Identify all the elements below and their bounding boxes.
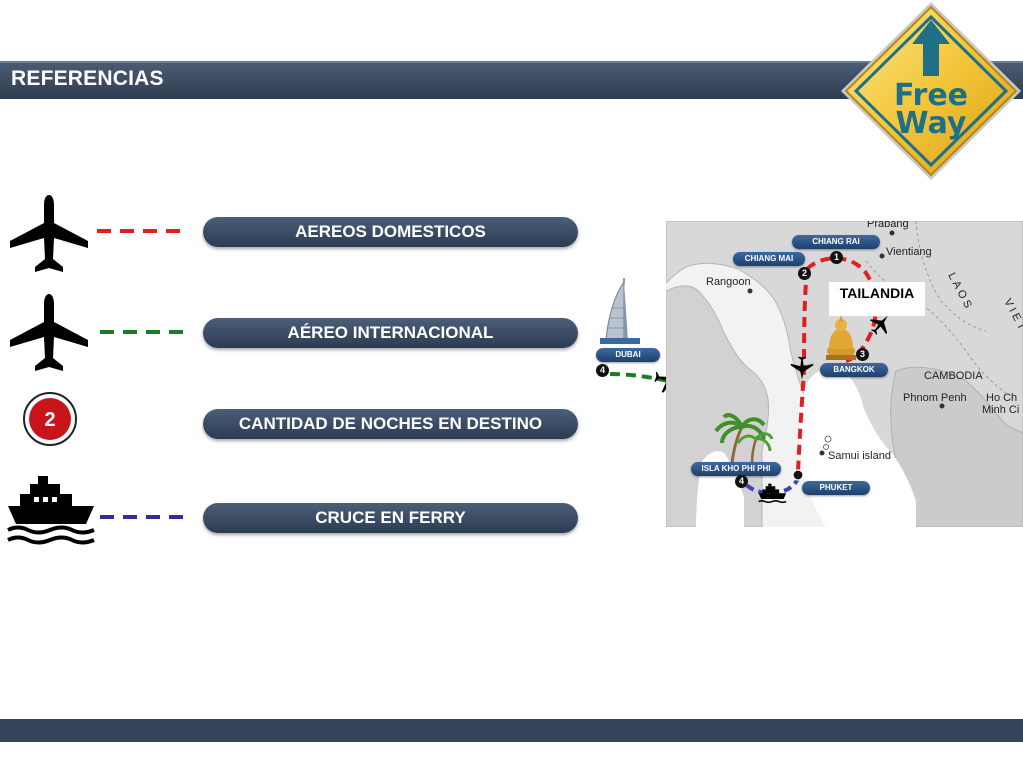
destination-phi-phi: ISLA KHO PHI PHI [691, 462, 781, 476]
ferry-icon [758, 483, 787, 504]
destination-dubai: DUBAI [596, 348, 660, 362]
buddha-statue-icon [826, 315, 856, 360]
airplane-icon [870, 315, 888, 335]
place-phnom-penh: Phnom Penh [903, 392, 967, 404]
ferry-route [740, 476, 801, 496]
logo-word-free: Free [894, 78, 968, 113]
country-label-thailand: TAILANDIA [829, 282, 925, 316]
legend-nights: CANTIDAD DE NOCHES EN DESTINO [203, 409, 578, 439]
arrow-up-icon [912, 20, 950, 76]
place-minh-ci: Minh Ci [982, 404, 1019, 416]
destination-phuket: PHUKET [802, 481, 870, 495]
footer-bar [0, 719, 1023, 742]
airplane-icon [790, 356, 814, 380]
logo-word-way: Way [896, 106, 967, 141]
place-cambodia: CAMBODIA [924, 370, 983, 382]
thailand-map: Prabang Vientiang Rangoon CAMBODIA Phnom… [666, 221, 1023, 527]
ferry-icon [7, 476, 95, 545]
airplane-icon [10, 195, 88, 272]
domestic-flight-line [97, 229, 189, 233]
freeway-logo: Free Way [841, 2, 1021, 180]
nights-phi-phi: 4 [735, 475, 748, 488]
destination-chiang-rai: CHIANG RAI [792, 235, 880, 249]
place-vientiang: Vientiang [886, 246, 932, 258]
place-prabang: Prabang [867, 221, 909, 230]
nights-chiang-mai: 2 [798, 267, 811, 280]
ferry-line [100, 515, 190, 519]
nights-chiang-rai: 1 [830, 251, 843, 264]
international-flight-line [100, 330, 190, 334]
page-title: REFERENCIAS [11, 67, 164, 90]
nights-dubai: 4 [596, 364, 609, 377]
legend-international-flights: AÉREO INTERNACIONAL [203, 318, 578, 348]
burj-al-arab-icon [600, 278, 640, 344]
nights-bangkok: 3 [856, 348, 869, 361]
night-count-badge: 2 [23, 392, 77, 446]
place-rangoon: Rangoon [706, 276, 751, 288]
legend-domestic-flights: AEREOS DOMESTICOS [203, 217, 578, 247]
airplane-icon [10, 294, 88, 371]
destination-bangkok: BANGKOK [820, 363, 888, 377]
place-samui: Samui island [828, 450, 891, 462]
night-badge-value: 2 [44, 409, 55, 431]
place-ho-chi: Ho Ch [986, 392, 1017, 404]
destination-chiang-mai: CHIANG MAI [733, 252, 805, 266]
legend-ferry: CRUCE EN FERRY [203, 503, 578, 533]
